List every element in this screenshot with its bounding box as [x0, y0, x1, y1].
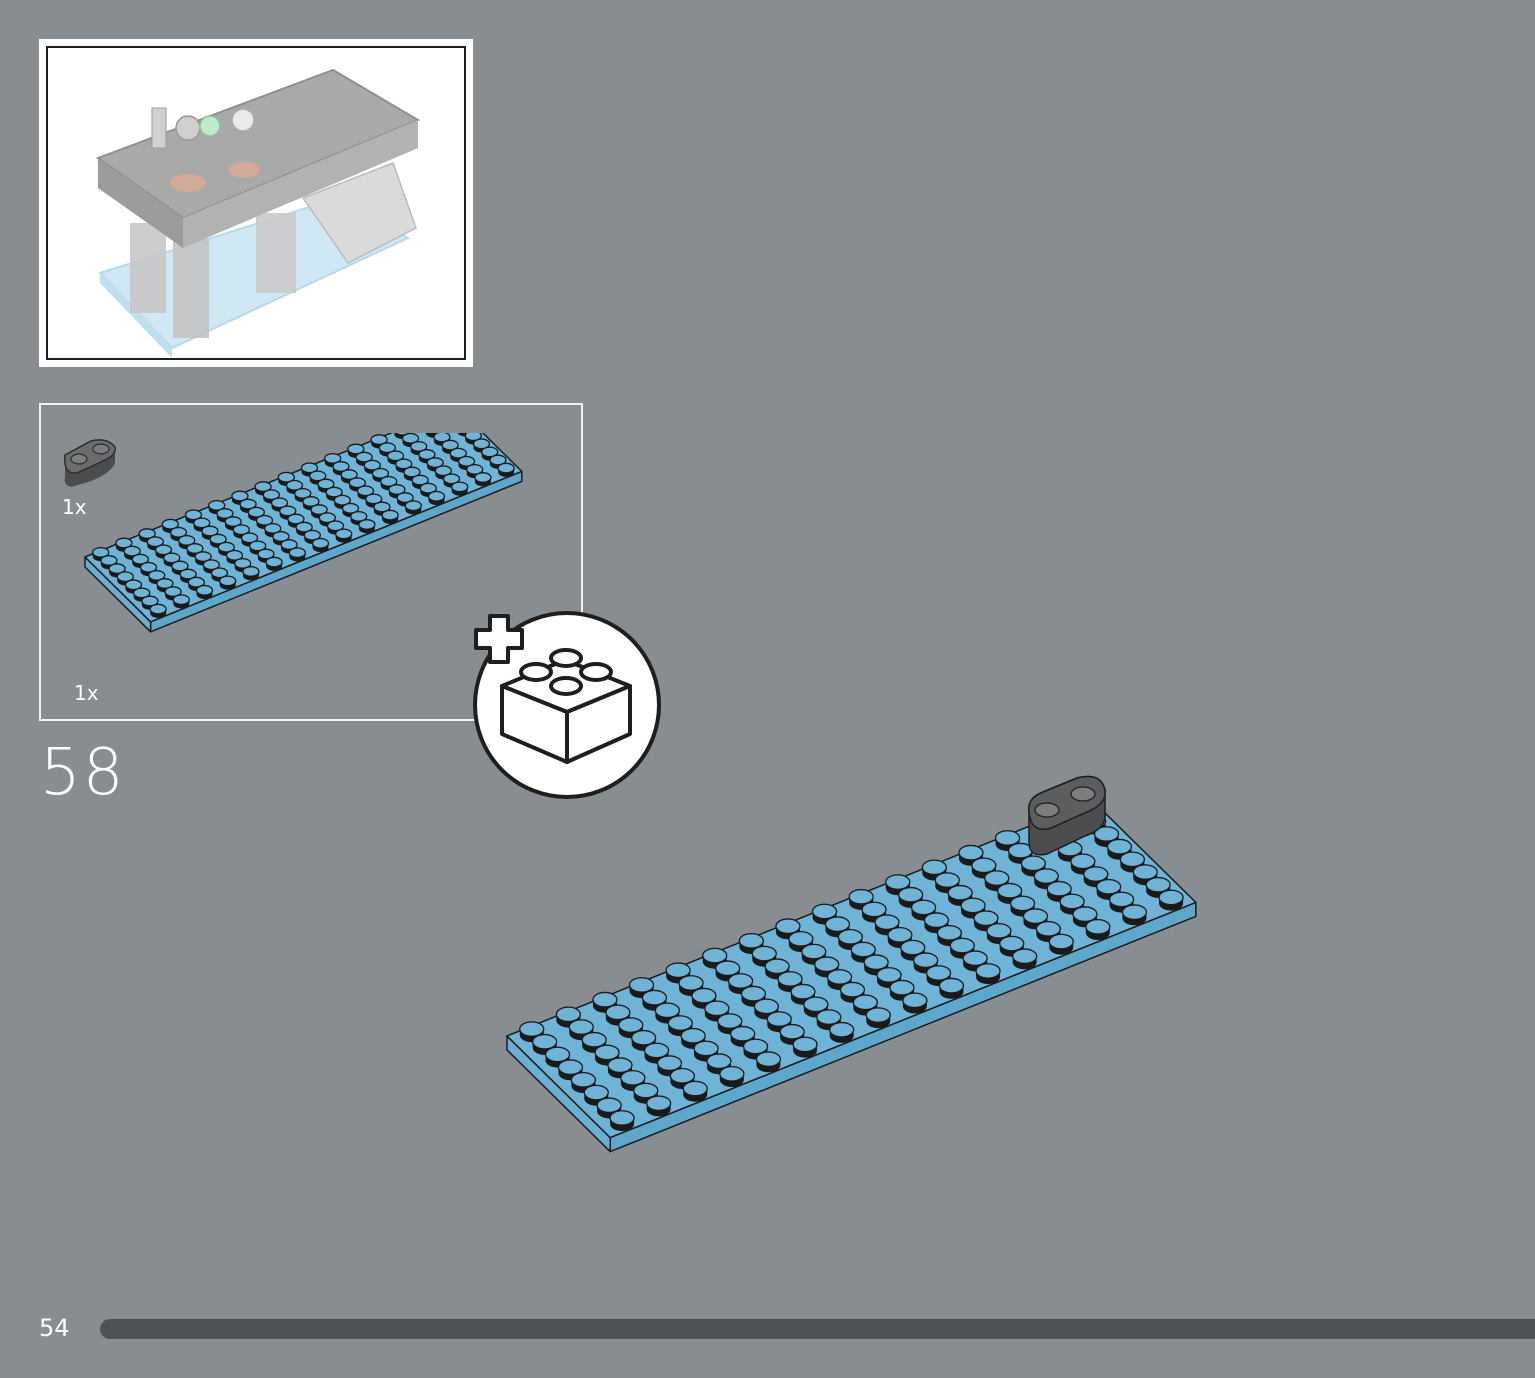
parts-list-box: 1x 1x — [39, 403, 583, 721]
plate-stud — [451, 481, 469, 496]
plate-stud — [242, 566, 260, 581]
plate-stud — [594, 1044, 620, 1066]
plate-stud — [148, 569, 166, 585]
part-quantity-label: 1x — [62, 495, 87, 519]
plate-stud — [1012, 948, 1038, 970]
plate-stud — [680, 1027, 706, 1049]
plate-stud — [265, 556, 283, 571]
plate-stud — [195, 584, 214, 600]
model-preview — [46, 46, 466, 360]
part-quantity-label: 1x — [74, 681, 99, 705]
plate-stud — [295, 521, 313, 536]
plate-stud — [457, 455, 476, 471]
plate-stud — [740, 985, 767, 1007]
plate-stud — [1048, 933, 1074, 955]
page-number: 54 — [39, 1314, 70, 1342]
plate-stud — [365, 493, 383, 508]
plate-stud — [277, 471, 295, 486]
plate-stud — [816, 1009, 842, 1031]
plate-stud — [938, 977, 965, 999]
plate-stud — [115, 537, 133, 552]
main-assembly-plate — [506, 775, 1197, 1153]
plate-stud — [179, 568, 197, 583]
plate-stud — [481, 446, 499, 461]
plate-stud — [288, 547, 306, 562]
plate-stud — [317, 478, 335, 493]
plate-stud — [592, 991, 618, 1013]
plate-stud — [645, 1095, 672, 1117]
plate-stud — [902, 992, 928, 1014]
plate-stud — [311, 537, 330, 553]
plate-stud — [936, 925, 963, 946]
plate-stud — [123, 545, 141, 560]
plate-stud — [219, 575, 237, 590]
plate-stud — [921, 859, 948, 881]
placed-rounded-plate — [1028, 775, 1106, 856]
plate-stud — [958, 844, 984, 866]
plate-stud — [714, 960, 741, 982]
plate-stud — [1085, 919, 1111, 940]
plate-stud — [285, 479, 304, 495]
model-preview-frame — [39, 39, 473, 367]
part-base-plate-icon — [84, 433, 523, 633]
plate-stud — [1033, 868, 1059, 890]
plate-stud — [208, 499, 226, 515]
plate-stud — [131, 553, 149, 568]
plate-stud — [609, 1110, 635, 1132]
step-number: 58 — [40, 736, 126, 810]
plate-stud — [225, 549, 244, 565]
plate-stud — [427, 490, 446, 506]
plate-stud — [410, 440, 428, 456]
plate-stud — [411, 474, 429, 489]
plate-stud — [172, 594, 190, 609]
plate-stud — [826, 969, 853, 991]
plate-stud — [474, 472, 492, 487]
plate-stud — [682, 1080, 708, 1102]
plate-stud — [828, 1021, 855, 1043]
plate-stud — [801, 943, 827, 965]
plate-stud — [149, 603, 167, 618]
plate-stud — [124, 579, 143, 594]
plate-stud — [358, 519, 376, 534]
plate-stud — [975, 963, 1001, 985]
plate-stud — [792, 1036, 818, 1058]
plate-stud — [280, 539, 298, 554]
plate-stud — [719, 1066, 745, 1087]
plate-stud — [839, 981, 866, 1003]
plate-stud — [404, 500, 422, 515]
plate-stud — [139, 561, 158, 577]
plate-stud — [811, 903, 838, 925]
plate-stud — [381, 509, 399, 524]
plate-stud — [187, 576, 205, 591]
plate-stud — [231, 490, 249, 505]
new-bag-plus-brick-icon — [473, 611, 661, 799]
part-rounded-plate-icon — [64, 439, 116, 487]
plate-stud — [865, 1007, 891, 1029]
plate-stud — [497, 462, 515, 477]
plate-stud — [1158, 889, 1184, 911]
plate-stud — [1132, 864, 1158, 886]
model-preview-illustration — [95, 68, 421, 358]
plate-stud — [326, 520, 345, 535]
plate-stud — [960, 897, 986, 919]
plate-stud — [401, 433, 420, 448]
plate-stud — [264, 522, 282, 538]
plate-stud — [751, 945, 777, 967]
plate-stud — [356, 485, 375, 500]
plate-stud — [755, 1051, 782, 1073]
plate-stud — [889, 979, 915, 1001]
plate-stud — [1121, 904, 1148, 926]
plate-stud — [1106, 838, 1133, 860]
plate-stud — [335, 528, 353, 543]
plate-stud — [279, 505, 297, 520]
page-progress-bar — [100, 1319, 1535, 1339]
plate-stud — [775, 918, 801, 940]
plate-stud — [678, 975, 704, 997]
plate-stud — [186, 543, 204, 558]
